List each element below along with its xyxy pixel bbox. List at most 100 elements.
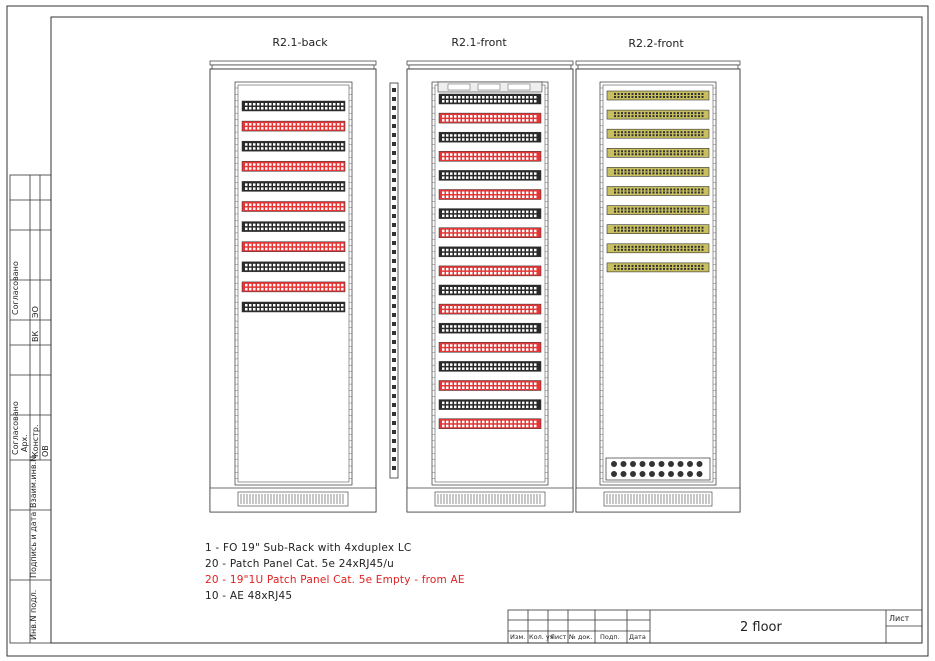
- panel-port: [486, 310, 489, 313]
- panel-port: [486, 210, 489, 214]
- panel-port: [474, 214, 477, 218]
- panel-port: [526, 310, 529, 313]
- panel-port: [249, 227, 252, 231]
- panel-port: [329, 167, 332, 170]
- panel-port: [530, 229, 533, 233]
- switch-port: [628, 245, 630, 248]
- panel-port: [510, 344, 513, 347]
- panel-port: [313, 287, 316, 291]
- panel-port: [301, 143, 304, 146]
- switch-port: [701, 134, 704, 137]
- panel-port: [245, 187, 248, 190]
- panel-port: [474, 119, 477, 122]
- panel-port: [325, 304, 328, 307]
- panel-port: [454, 138, 457, 141]
- panel-port: [510, 329, 513, 332]
- switch-port: [663, 96, 665, 98]
- panel-port: [261, 187, 264, 190]
- panel-port: [454, 306, 457, 309]
- panel-port: [522, 386, 525, 389]
- panel-port: [502, 157, 505, 160]
- pdu-outlet: [392, 295, 396, 299]
- panel-port: [450, 138, 453, 141]
- panel-port: [257, 267, 260, 271]
- panel-port: [446, 306, 449, 309]
- panel-port: [502, 363, 505, 366]
- panel-port: [277, 147, 280, 150]
- switch-port: [624, 115, 627, 118]
- panel-port: [494, 115, 497, 118]
- switch-port: [684, 248, 686, 251]
- panel-port: [518, 363, 521, 366]
- panel-port: [446, 214, 449, 218]
- switch-port: [624, 153, 627, 156]
- panel-port: [530, 195, 533, 198]
- patch-panel: [241, 100, 346, 112]
- panel-port: [466, 363, 469, 366]
- panel-port: [289, 167, 292, 170]
- panel-port: [446, 100, 449, 103]
- col-doc-no: № док.: [569, 633, 593, 641]
- panel-port: [474, 115, 477, 118]
- panel-port: [458, 363, 461, 366]
- panel-port: [530, 233, 533, 237]
- pdu-outlet: [392, 358, 396, 362]
- panel-port: [458, 229, 461, 233]
- panel-port: [478, 325, 481, 328]
- panel-port: [522, 96, 525, 99]
- panel-port: [514, 401, 517, 405]
- panel-port: [526, 153, 529, 156]
- panel-port: [478, 386, 481, 389]
- panel-port: [482, 96, 485, 99]
- panel-port: [341, 147, 344, 150]
- panel-port: [478, 382, 481, 385]
- switch-port: [621, 210, 623, 213]
- panel-port: [534, 195, 537, 198]
- panel-port: [458, 267, 461, 271]
- panel-port: [293, 127, 296, 130]
- panel-port: [337, 163, 340, 166]
- switch-port: [673, 150, 676, 153]
- panel-port: [534, 176, 537, 179]
- panel-port: [321, 287, 324, 291]
- switch-port: [621, 245, 623, 248]
- panel-port: [514, 348, 517, 351]
- panel-port: [446, 229, 449, 233]
- panel-port: [265, 163, 268, 166]
- switch-port: [684, 134, 686, 137]
- panel-port: [510, 248, 513, 252]
- panel-port: [450, 214, 453, 218]
- switch-port: [691, 153, 693, 156]
- ae-switch: [606, 148, 710, 158]
- panel-port: [494, 134, 497, 137]
- switch-port: [617, 172, 620, 175]
- switch-port: [635, 191, 637, 194]
- panel-port: [514, 252, 517, 256]
- switch-port: [635, 172, 637, 175]
- switch-port: [663, 169, 665, 172]
- panel-port: [534, 210, 537, 214]
- panel-port: [482, 138, 485, 141]
- panel-port: [317, 263, 320, 267]
- panel-port: [313, 143, 316, 146]
- panel-port: [506, 310, 509, 313]
- panel-port: [249, 127, 252, 130]
- panel-port: [466, 367, 469, 370]
- panel-port: [482, 214, 485, 218]
- panel-port: [502, 287, 505, 290]
- switch-port: [631, 264, 634, 267]
- panel-port: [341, 263, 344, 267]
- panel-port: [478, 115, 481, 118]
- col-date: Дата: [629, 633, 646, 641]
- switch-port: [673, 153, 676, 156]
- panel-port: [257, 123, 260, 126]
- panel-port: [285, 304, 288, 307]
- switch-port: [691, 172, 693, 175]
- panel-port: [257, 207, 260, 210]
- panel-port: [261, 143, 264, 146]
- panel-port: [313, 163, 316, 166]
- panel-port: [305, 143, 308, 146]
- switch-port: [621, 131, 623, 134]
- panel-port: [265, 227, 268, 231]
- switch-port: [673, 191, 676, 194]
